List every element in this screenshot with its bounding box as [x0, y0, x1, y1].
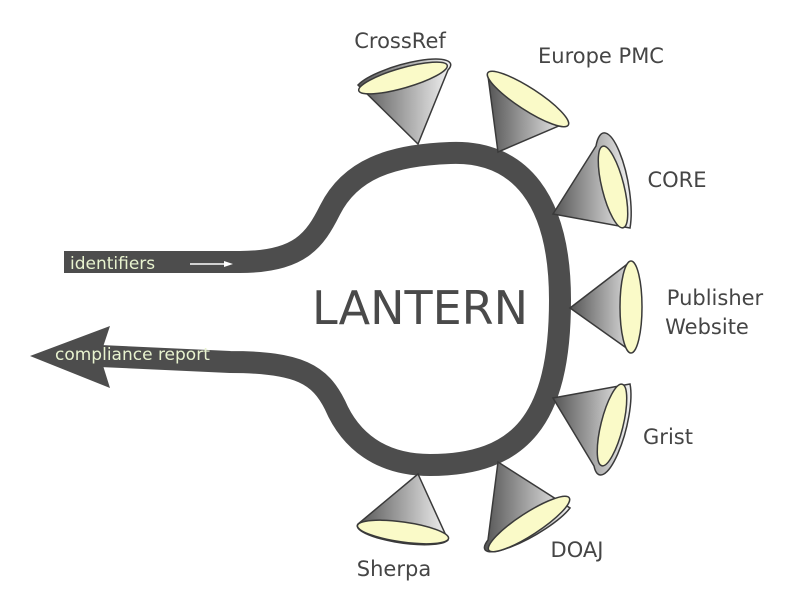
input-label: identifiers — [70, 254, 155, 274]
cone-publisher-website — [568, 260, 643, 354]
label-grist: Grist — [643, 425, 693, 449]
label-doaj: DOAJ — [551, 538, 604, 562]
cone-sherpa — [356, 472, 450, 546]
diagram-title: LANTERN — [312, 281, 528, 335]
input-pipe-end — [64, 251, 94, 273]
output-arrow-head — [30, 326, 110, 388]
label-core: CORE — [647, 168, 706, 192]
cone-europe-pmc — [486, 70, 570, 154]
label-publisher-line1: Publisher — [667, 286, 764, 310]
input-arrow-icon — [224, 261, 233, 267]
output-label: compliance report — [55, 345, 210, 365]
cone-grist — [551, 383, 632, 476]
label-crossref: CrossRef — [354, 29, 446, 53]
label-europe-pmc: Europe PMC — [538, 44, 664, 68]
label-publisher-line2: Website — [665, 315, 749, 339]
cone-core — [551, 132, 632, 229]
lantern-loop — [66, 141, 572, 477]
cone-crossref — [356, 58, 452, 146]
cone-doaj — [483, 460, 572, 553]
label-sherpa: Sherpa — [357, 557, 431, 581]
